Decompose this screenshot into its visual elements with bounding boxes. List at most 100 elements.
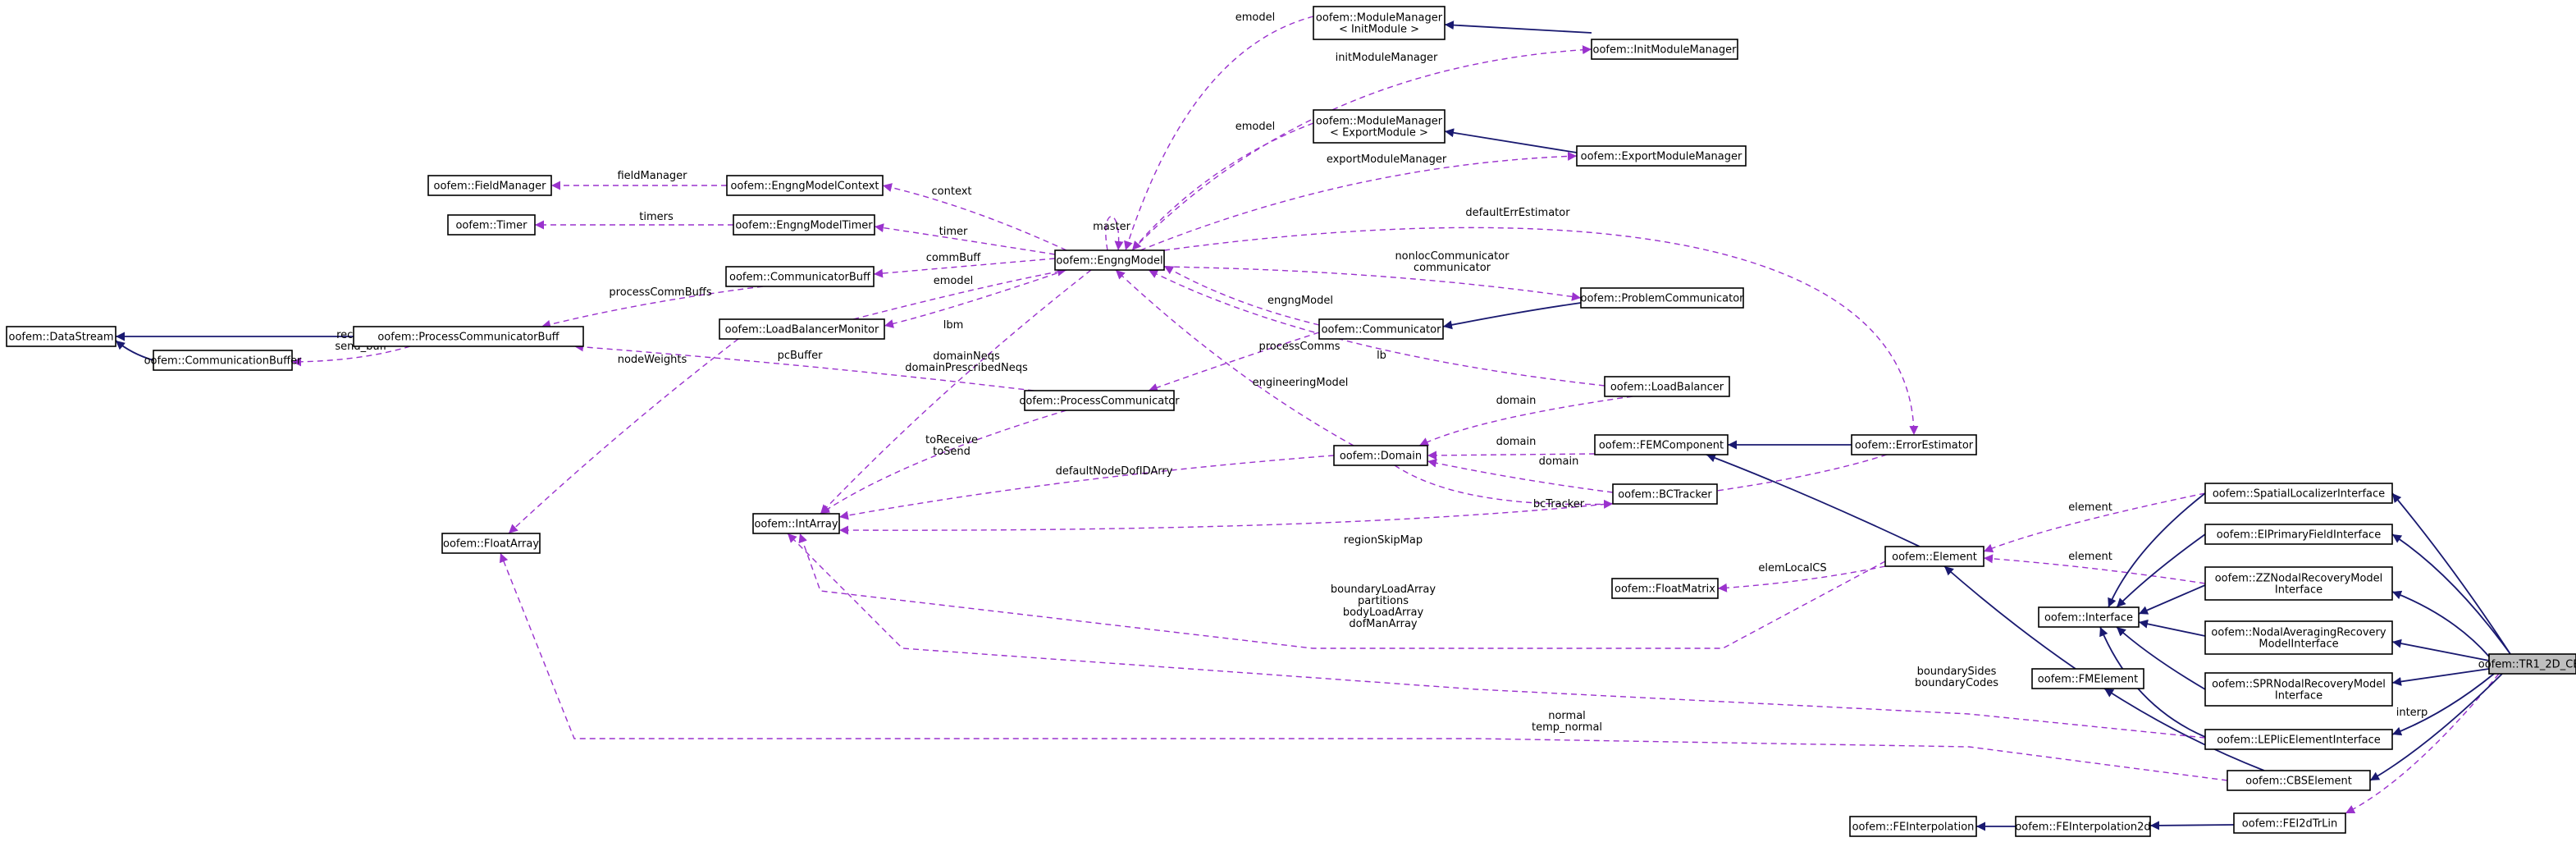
edge-label-regionskip: regionSkipMap [1344,534,1423,547]
edge-label-line: bodyLoadArray [1343,606,1424,619]
class-node-box [447,214,536,236]
class-node-label: oofem::SpatialLocalizerInterface [2213,488,2385,501]
class-node-mmExport[interactable]: oofem::ModuleManager< ExportModule > [1313,109,1446,144]
inheritance-edge-nodalavg-to-interface [2138,619,2206,637]
class-node-label: oofem::Timer [455,220,528,232]
class-node-domain[interactable]: oofem::Domain [1333,445,1428,466]
inheritance-edge-tr1-to-spatial [2391,492,2511,655]
class-node-mmInit[interactable]: oofem::ModuleManager< InitModule > [1313,6,1446,40]
usage-edge-engngmodel-to-intarray [820,269,1092,515]
class-node-leplic[interactable]: oofem::LEPlicElementInterface [2204,729,2393,750]
edge-label-line: emodel [1235,11,1275,24]
class-node-label: oofem::FEInterpolation2d [2015,821,2150,834]
usage-edge-proccomm-to-intarray [820,410,1067,515]
class-node-errorest[interactable]: oofem::ErrorEstimator [1851,434,1977,455]
class-node-problemcomm[interactable]: oofem::ProblemCommunicator [1580,287,1744,309]
edge-label-line: bcTracker [1533,498,1585,510]
class-node-nodalavg[interactable]: oofem::NodalAveragingRecoveryModelInterf… [2204,620,2393,655]
class-node-box [1318,318,1444,340]
class-node-femcomponent[interactable]: oofem::FEMComponent [1594,434,1729,455]
class-node-box [1604,376,1730,397]
class-node-loadbalancer[interactable]: oofem::LoadBalancer [1604,376,1730,397]
class-node-label: oofem::BCTracker [1618,489,1712,501]
class-node-interface[interactable]: oofem::Interface [2038,606,2140,628]
class-node-feinterp2d[interactable]: oofem::FEInterpolation2d [2015,816,2151,837]
class-node-initmm[interactable]: oofem::InitModuleManager [1591,39,1738,60]
class-node-spatial[interactable]: oofem::SpatialLocalizerInterface [2204,483,2393,504]
edge-label-line: processComms [1258,341,1340,353]
class-node-exportmm[interactable]: oofem::ExportModuleManager [1576,145,1747,167]
class-node-box [752,513,840,534]
edge-label-line: nonlocCommunicator [1395,250,1510,263]
class-node-label: oofem::ExportModuleManager [1581,151,1742,163]
class-node-datastream[interactable]: oofem::DataStream [6,326,116,347]
usage-edge-femcomponent-to-domain [1427,451,1596,460]
class-node-label: oofem::CommunicationBuffer [144,355,302,368]
edge-label-line: initModuleManager [1336,52,1438,64]
class-node-label: oofem::CommunicatorBuff [729,272,871,284]
class-node-emcontext[interactable]: oofem::EngngModelContext [726,175,884,196]
edge-label-emodel2: emodel [1235,121,1275,133]
edge-label-line: communicator [1414,262,1491,274]
class-node-box [1884,546,1985,567]
edge-label-line: defaultErrEstimator [1465,207,1570,219]
class-node-label: oofem::FEMComponent [1599,440,1724,452]
class-node-timer[interactable]: oofem::Timer [447,214,536,236]
class-node-box [1612,483,1718,505]
class-node-label: oofem::LEPlicElementInterface [2217,734,2381,747]
class-node-proccomm[interactable]: oofem::ProcessCommunicator [1019,390,1180,411]
class-node-box [2015,816,2151,837]
edge-label-engmodel: engineeringModel [1253,377,1349,389]
inheritance-edge-exportmm-to-mmExport [1444,128,1578,153]
edge-label-line: boundaryCodes [1915,677,1998,689]
class-node-box [2031,668,2144,689]
class-node-intarray[interactable]: oofem::IntArray [752,513,840,534]
class-node-lbmonitor[interactable]: oofem::LoadBalancerMonitor [719,318,885,340]
class-node-engngmodel[interactable]: oofem::EngngModel [1054,249,1165,271]
edge-label-line: timer [939,226,968,238]
edge-label-defaultnode: defaultNodeDofIDArry [1056,465,1173,478]
class-node-label: oofem::EngngModel [1056,255,1162,268]
class-node-label: oofem::FloatMatrix [1615,583,1715,596]
class-node-label: oofem::SPRNodalRecoveryModel [2212,679,2386,691]
edge-label-line: boundaryLoadArray [1331,583,1436,596]
class-node-label: oofem::Interface [2044,612,2133,625]
class-node-eiprimary[interactable]: oofem::EIPrimaryFieldInterface [2204,524,2393,545]
class-node-communicator[interactable]: oofem::Communicator [1318,318,1444,340]
class-node-emtimer[interactable]: oofem::EngngModelTimer [733,214,875,236]
class-node-commbuffer[interactable]: oofem::CommunicationBuffer [144,350,302,371]
inheritance-edge-tr1-to-leplic [2391,673,2495,736]
class-node-label: oofem::FMElement [2038,674,2138,686]
class-node-fei2dtrlin[interactable]: oofem::FEI2dTrLin [2233,812,2346,834]
inheritance-edge-sprnodal-to-interface [2116,626,2206,690]
edge-label-domain2: domain [1496,436,1537,448]
usage-edge-engngmodel-to-problemcomm [1163,266,1582,301]
edge-label-element2: element [2068,551,2112,563]
class-node-bctracker[interactable]: oofem::BCTracker [1612,483,1718,505]
usage-edge-mmInit-to-engngmodel [1124,16,1314,251]
class-node-label: oofem::ZZNodalRecoveryModel [2215,573,2383,585]
class-node-label: oofem::Element [1892,551,1977,564]
class-node-box [6,326,116,347]
class-node-floatmatrix[interactable]: oofem::FloatMatrix [1611,578,1719,599]
class-node-box [2204,566,2393,601]
class-node-fieldmanager[interactable]: oofem::FieldManager [427,175,552,196]
edge-label-line: master [1093,221,1130,233]
inheritance-edge-element-to-femcomponent [1706,453,1921,547]
edge-label-defaulterr: defaultErrEstimator [1465,207,1570,219]
class-node-feinterp[interactable]: oofem::FEInterpolation [1849,816,1977,837]
class-node-pcbuff[interactable]: oofem::ProcessCommunicatorBuff [353,326,584,347]
edge-label-line: lb [1377,350,1386,362]
class-node-tr1[interactable]: oofem::TR1_2D_CBS [2478,653,2576,675]
class-node-element[interactable]: oofem::Element [1884,546,1985,567]
class-node-commbuff[interactable]: oofem::CommunicatorBuff [725,266,875,287]
class-node-fmelement[interactable]: oofem::FMElement [2031,668,2144,689]
edge-label-line: regionSkipMap [1344,534,1423,547]
edge-label-line: fieldManager [617,170,687,182]
class-node-cbselement[interactable]: oofem::CBSElement [2227,770,2371,791]
class-node-floatarray[interactable]: oofem::FloatArray [441,533,541,554]
